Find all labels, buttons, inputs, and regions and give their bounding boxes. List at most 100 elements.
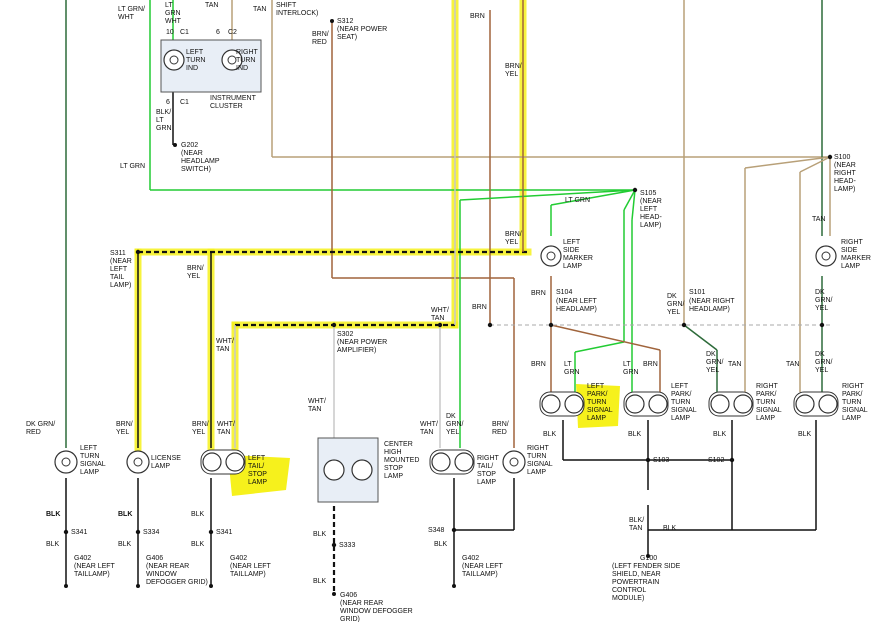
blk-c: BLK — [191, 511, 205, 518]
left-park-turn-lamp2-icon — [625, 394, 668, 414]
license-lamp-icon — [126, 450, 150, 474]
chmsl-bulb-right-icon — [351, 459, 373, 481]
blk-a: BLK — [46, 511, 60, 518]
wht-tan-stop-label: WHT/TAN — [308, 398, 326, 413]
brn-yel-top-label: BRN/YEL — [505, 63, 522, 78]
chmsl-bulb-left-icon — [323, 459, 345, 481]
s101-label: S101 — [689, 289, 705, 296]
rt-wht-tan-label: WHT/TAN — [420, 421, 438, 436]
cluster-c1b: C1 — [180, 99, 189, 106]
right-park-turn-lamp-icon — [710, 394, 753, 414]
cluster-pin10: 10 — [166, 29, 174, 36]
s105-label: S105 — [640, 190, 656, 197]
right-turn-signal-lamp-icon — [502, 450, 526, 474]
g402b-label: G402 — [230, 555, 247, 562]
left-turn-signal-lamp-icon — [54, 450, 78, 474]
blk-f: BLK — [191, 541, 205, 548]
lp2-brn-label: BRN — [643, 361, 658, 368]
left-tail-stop-lamp-icon — [202, 452, 245, 472]
s311-label: S311 — [110, 250, 126, 257]
brn-top-label: BRN — [470, 13, 485, 20]
brn-s104-label: BRN — [531, 290, 546, 297]
blk-g: BLK — [434, 541, 448, 548]
left-park-turn-lamp-icon — [541, 394, 584, 414]
tan-shift-label: TAN — [253, 6, 266, 13]
cluster-c2: C2 — [228, 29, 237, 36]
blk-d: BLK — [46, 541, 60, 548]
right-tail-stop-lamp-icon — [431, 452, 474, 472]
left-side-marker-lamp-icon — [540, 245, 562, 267]
s312-label: S312 — [337, 18, 353, 25]
blk-b: BLK — [118, 511, 132, 518]
s100-label: S100 — [834, 154, 850, 161]
brn-mid-label: BRN — [472, 304, 487, 311]
blk-h: BLK — [313, 531, 327, 538]
g202-label: G202 — [181, 142, 198, 149]
rt-brn-red-label: BRN/RED — [492, 421, 509, 436]
lp1-brn-label: BRN — [531, 361, 546, 368]
lic-brn-yel-label: BRN/YEL — [116, 421, 133, 436]
ts-brn-yel-label: BRN/YEL — [192, 421, 209, 436]
blk-k: BLK — [628, 431, 642, 438]
right-park-turn-lamp2-icon — [795, 394, 838, 414]
brn-yel-left-label: BRN/YEL — [187, 265, 204, 280]
wht-tan-mid-label: WHT/TAN — [431, 307, 449, 322]
wires — [65, 0, 831, 592]
wht-tan-left-label: WHT/TAN — [216, 338, 234, 353]
blk-e: BLK — [118, 541, 132, 548]
blk-i: BLK — [313, 578, 327, 585]
blk-m: BLK — [798, 431, 812, 438]
cluster-c1a: C1 — [180, 29, 189, 36]
right-side-marker-lamp-icon — [815, 245, 837, 267]
cluster-pin6: 6 — [216, 29, 220, 36]
blk-l: BLK — [713, 431, 727, 438]
brn-red-top-label: BRN/RED — [312, 31, 329, 46]
g406a-label: G406 — [146, 555, 163, 562]
g402c-label: G402 — [462, 555, 479, 562]
s104-label: S104 — [556, 289, 572, 296]
grounds: BLK BLK BLK BLK BLK BLK BLK BLK BLK BLK … — [46, 431, 812, 622]
blk-n: BLK — [663, 525, 677, 532]
rp2-tan-label: TAN — [786, 361, 799, 368]
s333-label: S333 — [339, 542, 355, 549]
left-turn-indicator-icon — [163, 49, 185, 71]
wire-labels: BRN/YEL BRN/YEL WHT/TAN WHT/TAN LT GRN B… — [187, 197, 833, 413]
s334-label: S334 — [143, 529, 159, 536]
ts-wht-tan-label: WHT/TAN — [217, 421, 235, 436]
highlighted-circuits — [137, 0, 830, 448]
blk-tan-label: BLK/TAN — [629, 517, 644, 532]
lt-grn-cluster-label: LT GRN — [120, 163, 145, 170]
